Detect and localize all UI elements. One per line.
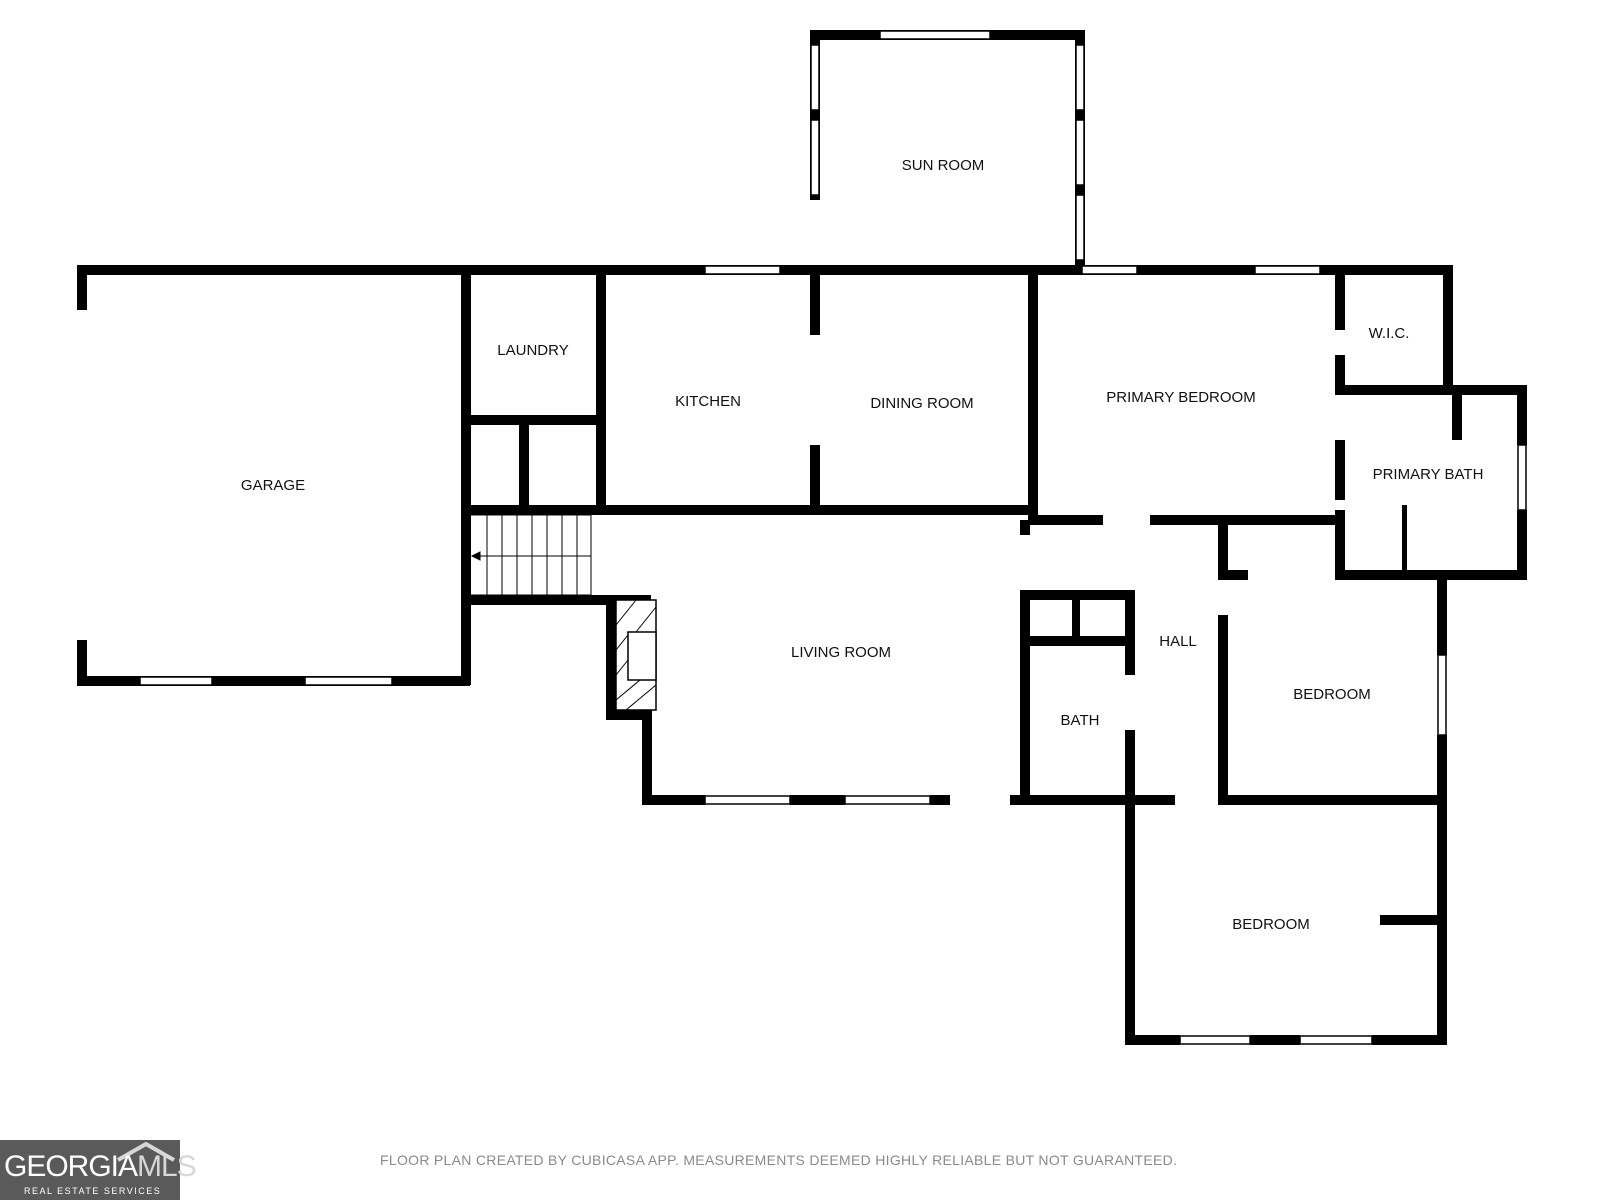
room-label-bedroom-2: BEDROOM	[1232, 916, 1310, 933]
georgia-mls-logo: GEORGIAMLS REAL ESTATE SERVICES	[0, 1140, 197, 1200]
logo-name-main: GEORGIA	[4, 1150, 138, 1183]
windows	[139, 30, 1527, 1045]
logo-tagline: REAL ESTATE SERVICES	[24, 1186, 162, 1196]
roof-icon	[117, 1141, 175, 1162]
room-label-dining-room: DINING ROOM	[870, 395, 973, 412]
room-label-living-room: LIVING ROOM	[791, 644, 891, 661]
room-label-garage: GARAGE	[241, 477, 305, 494]
room-label-wic: W.I.C.	[1369, 325, 1410, 342]
room-label-laundry: LAUNDRY	[497, 342, 568, 359]
fireplace	[615, 599, 657, 711]
room-labels: SUN ROOM GARAGE LAUNDRY KITCHEN DINING R…	[241, 157, 1484, 933]
stairs	[470, 514, 592, 596]
room-label-primary-bath: PRIMARY BATH	[1373, 466, 1484, 483]
room-label-bedroom-1: BEDROOM	[1293, 686, 1371, 703]
logo-name-accent: MLS	[137, 1150, 197, 1183]
disclaimer-text: FLOOR PLAN CREATED BY CUBICASA APP. MEAS…	[380, 1152, 1178, 1168]
room-label-bath: BATH	[1061, 712, 1100, 729]
room-label-sun-room: SUN ROOM	[902, 157, 985, 174]
room-label-hall: HALL	[1159, 633, 1197, 650]
room-label-primary-bedroom: PRIMARY BEDROOM	[1106, 389, 1255, 406]
logo-name: GEORGIAMLS	[4, 1150, 197, 1184]
room-label-kitchen: KITCHEN	[675, 393, 741, 410]
walls	[77, 30, 1527, 1045]
